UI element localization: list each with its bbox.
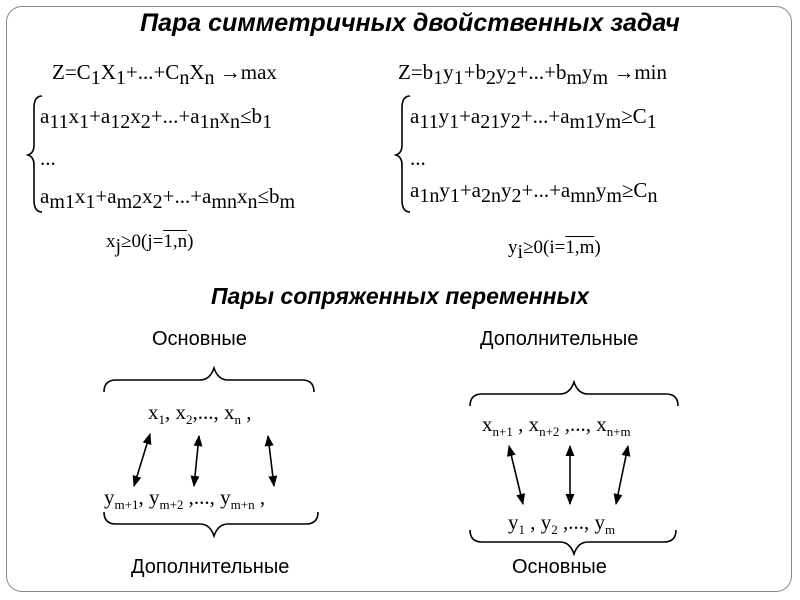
right-bottom-vars: y1 , y2 ,..., ym — [508, 510, 616, 537]
primal-constraint-first: a11x1+a12x2+...+a1nxn≤b1 — [40, 104, 273, 133]
left-top-vars: x1, x2,..., xn , — [148, 400, 252, 427]
slide-frame — [6, 6, 792, 592]
left-bottom-vars: ym+1, ym+2 ,..., ym+n , — [104, 485, 266, 512]
pairs-heading: Пары сопряженных переменных — [211, 283, 589, 309]
left-bottom-label: Дополнительные — [131, 556, 290, 578]
dual-system-brace — [393, 95, 411, 213]
right-pair-arrow-3 — [613, 444, 631, 506]
left-top-label: Основные — [152, 328, 247, 350]
primal-system-brace — [25, 95, 43, 213]
right-bottom-label: Основные — [512, 556, 607, 578]
right-top-vars: xn+1 , xn+2 ,..., xn+m — [482, 412, 631, 439]
right-top-label: Дополнительные — [480, 328, 639, 350]
left-bottom-brace — [103, 511, 319, 539]
right-top-brace — [469, 379, 679, 407]
left-top-brace — [103, 365, 315, 393]
right-bottom-brace — [469, 529, 677, 557]
dual-nonnegativity: yi≥0(i=1,m) — [508, 237, 601, 263]
dual-constraint-last: a1ny1+a2ny2+...+amnym≥Cn — [410, 178, 658, 207]
primal-constraint-dots: ... — [40, 146, 56, 170]
primal-constraint-last: am1x1+am2x2+...+amnxn≤bm — [40, 184, 296, 213]
primal-nonnegativity: xj≥0(j=1,n) — [106, 231, 194, 257]
primal-objective: Z=C1X1+...+CnXn →max — [52, 60, 277, 89]
left-pair-arrow-1 — [132, 432, 152, 488]
left-pair-arrow-2 — [190, 434, 203, 488]
right-pair-arrow-1 — [507, 444, 525, 506]
dual-constraint-dots: ... — [410, 146, 426, 170]
dual-objective: Z=b1y1+b2y2+...+bmym →min — [398, 60, 667, 89]
dual-constraint-first: a11y1+a21y2+...+am1ym≥C1 — [410, 104, 657, 133]
slide-title: Пара симметричных двойственных задач — [140, 9, 680, 37]
left-pair-arrow-3 — [264, 434, 278, 488]
